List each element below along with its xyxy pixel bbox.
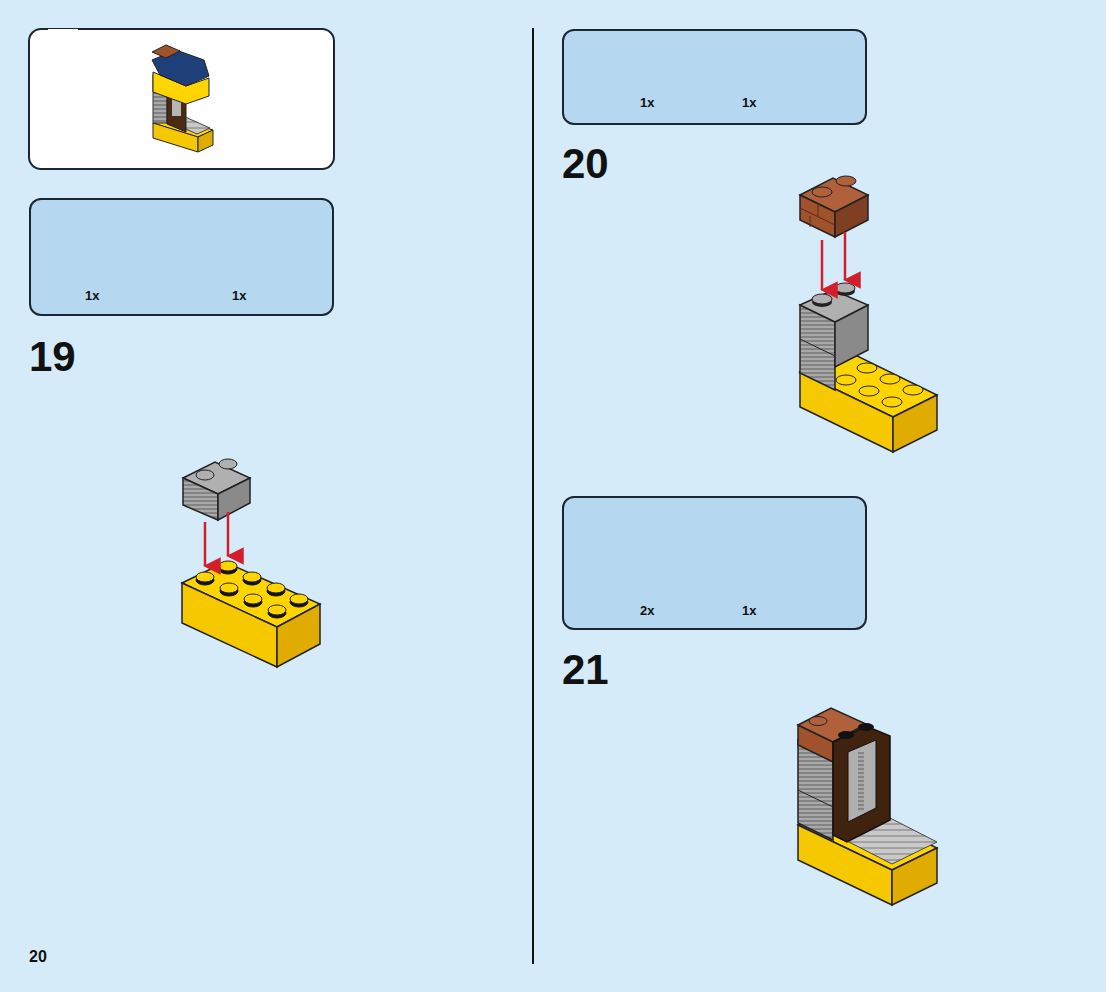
placement-arrow — [822, 232, 845, 290]
step-number: 21 — [562, 649, 609, 691]
parts-list-box: 1x 1x — [562, 29, 867, 125]
step21-model — [798, 708, 937, 905]
step20-model — [800, 176, 937, 452]
part-quantity: 1x — [232, 288, 246, 303]
part-quantity: 1x — [742, 603, 756, 618]
part-quantity: 1x — [85, 288, 99, 303]
step-number: 20 — [562, 143, 609, 185]
step-number: 19 — [29, 336, 76, 378]
page-number: 20 — [29, 949, 47, 965]
divider-line — [532, 28, 534, 964]
step19-yellow-brick — [182, 561, 320, 667]
parts-list-box: 2x 1x — [562, 496, 867, 630]
placement-arrow — [205, 512, 228, 566]
step19-grey-brick — [183, 459, 250, 520]
part-quantity: 1x — [742, 95, 756, 110]
submodel-callout — [29, 29, 334, 169]
part-quantity: 2x — [640, 603, 654, 618]
parts-list-box: 1x 1x — [29, 198, 334, 316]
part-quantity: 1x — [640, 95, 654, 110]
